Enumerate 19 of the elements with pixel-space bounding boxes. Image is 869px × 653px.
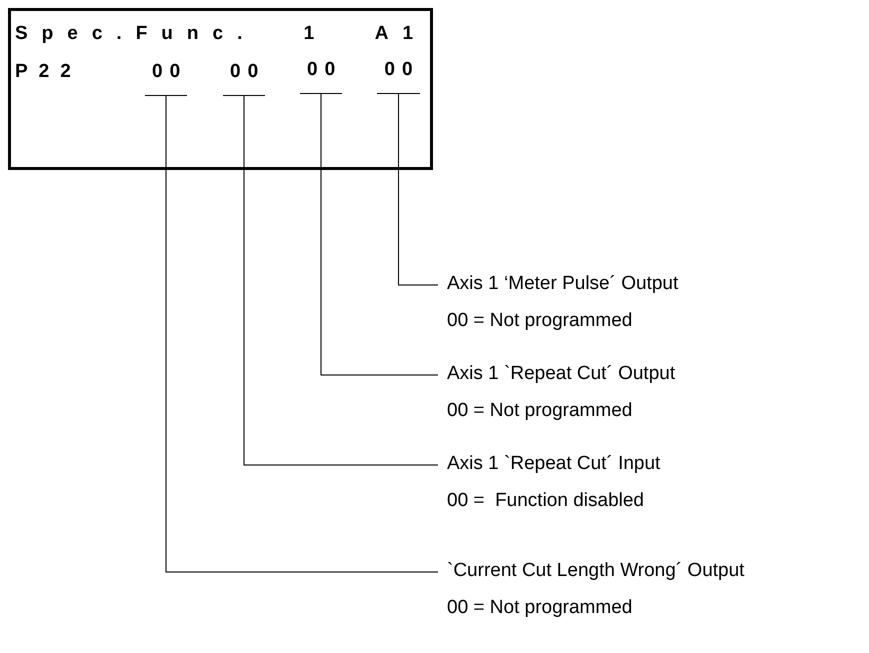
display-field: 00: [377, 55, 420, 94]
annotation-note: 00 = Not programmed: [447, 597, 634, 619]
display-field: 00: [300, 55, 342, 94]
annotation-title: Axis 1 ‘Meter Pulse´ Output: [447, 273, 680, 295]
leader-line: [398, 94, 438, 286]
leader-line: [244, 96, 438, 466]
annotation-note: 00 = Not programmed: [447, 400, 634, 422]
display-text: Spec.Func. 1 A1: [15, 23, 428, 45]
annotation-title: Axis 1 `Repeat Cut´ Input: [447, 453, 662, 475]
lcd-display: [8, 8, 433, 170]
annotation-note: 00 = Function disabled: [447, 490, 645, 512]
leader-line: [166, 96, 438, 572]
annotation-note: 00 = Not programmed: [447, 310, 634, 332]
annotation-title: `Current Cut Length Wrong´ Output: [447, 560, 746, 582]
display-text: P22: [15, 61, 82, 83]
display-field: 00: [145, 57, 187, 96]
leader-line: [320, 94, 438, 376]
display-field: 00: [223, 57, 265, 96]
annotation-title: Axis 1 `Repeat Cut´ Output: [447, 363, 676, 385]
